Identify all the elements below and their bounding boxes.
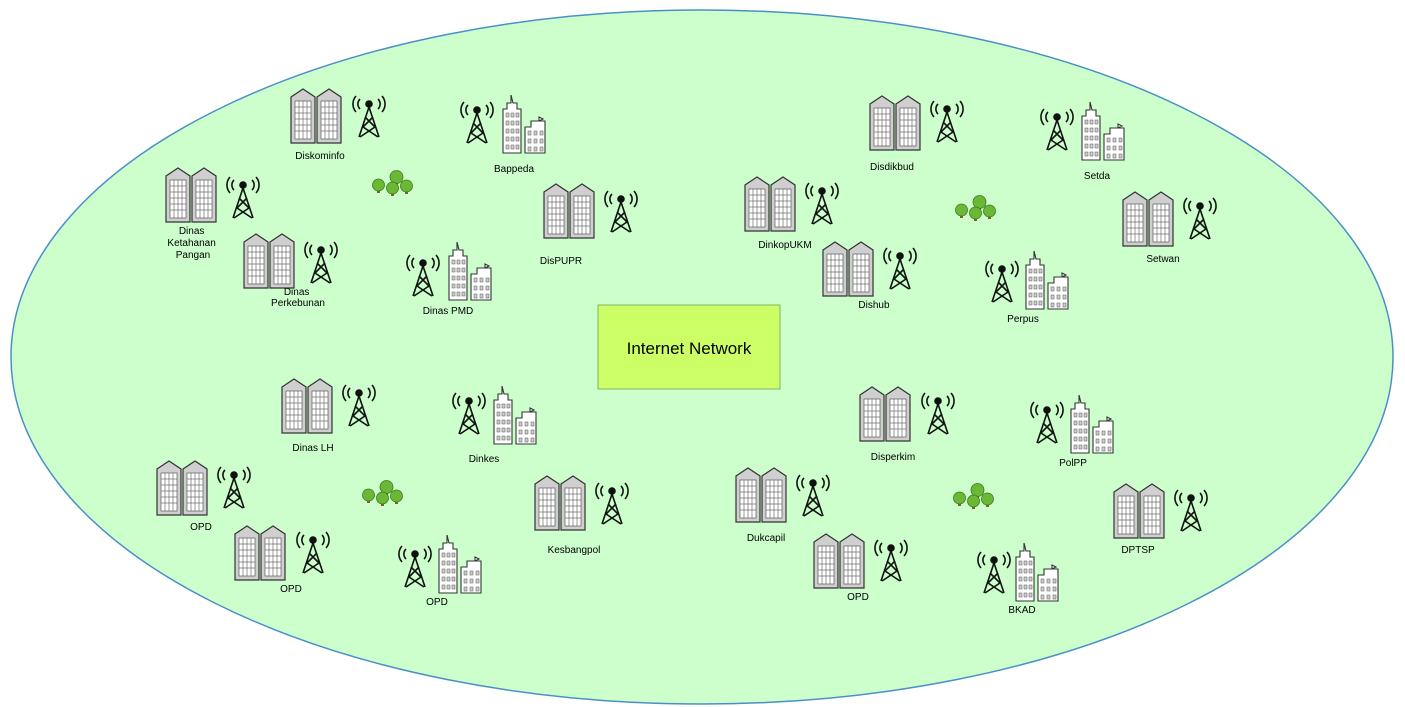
site-bappeda[interactable]: Bappeda [460, 94, 546, 175]
site-label: Kesbangpol [548, 545, 601, 556]
site-dinas-perkebunan[interactable]: Dinas Perkebunan [243, 233, 338, 309]
site-label: Dinas PMD [423, 306, 474, 317]
site-label: OPD [847, 592, 869, 603]
site-dptsp[interactable]: DPTSP [1113, 483, 1208, 556]
site-label-line: Ketahanan [167, 238, 215, 249]
site-opd[interactable]: OPD [156, 460, 251, 533]
internet-network-node[interactable]: Internet Network [597, 304, 781, 390]
site-label: OPD [190, 522, 212, 533]
site-dinas-ketahanan-pangan[interactable]: Dinas Ketahanan Pangan [165, 167, 260, 261]
site-disperkim[interactable]: Disperkim [859, 386, 955, 463]
site-label: OPD [280, 584, 302, 595]
site-label: Disperkim [871, 452, 915, 463]
site-label: Dishub [858, 300, 890, 311]
site-dukcapil[interactable]: Dukcapil [735, 467, 830, 544]
site-label: DPTSP [1121, 545, 1155, 556]
site-label: Bappeda [494, 164, 534, 175]
site-opd[interactable]: OPD [398, 534, 482, 608]
site-polpp[interactable]: PolPP [1030, 394, 1114, 469]
site-kesbangpol[interactable]: Kesbangpol [534, 475, 629, 556]
site-opd[interactable]: OPD [234, 525, 330, 595]
site-dinas-pmd[interactable]: Dinas PMD [406, 241, 492, 317]
site-dinkopukm[interactable]: DinkopUKM [744, 176, 839, 251]
site-perpus[interactable]: Perpus [985, 250, 1069, 325]
site-label: Dukcapil [747, 533, 785, 544]
site-setda[interactable]: Setda [1040, 101, 1125, 182]
site-label-line: Dinas [284, 287, 310, 298]
site-label: Setwan [1146, 254, 1179, 265]
site-label: PolPP [1059, 458, 1087, 469]
site-label: DisPUPR [540, 256, 582, 267]
site-label: Setda [1084, 171, 1111, 182]
site-label: Dinkes [469, 454, 500, 465]
internet-network-label: Internet Network [627, 339, 752, 358]
site-label-line: Dinas [179, 226, 205, 237]
site-label: BKAD [1008, 605, 1035, 616]
site-diskominfo[interactable]: Diskominfo [290, 88, 386, 162]
site-label: Dinas Ketahanan Pangan [167, 226, 218, 261]
site-label: Perpus [1007, 314, 1039, 325]
site-label: Dinas LH [292, 443, 333, 454]
site-label-line: Pangan [176, 250, 210, 261]
site-disdikbud[interactable]: Disdikbud [869, 95, 964, 173]
site-dinkes[interactable]: Dinkes [452, 385, 537, 465]
site-label: OPD [426, 597, 448, 608]
site-label-line: Perkebunan [271, 298, 325, 309]
site-bkad[interactable]: BKAD [977, 542, 1059, 616]
site-dispupr[interactable]: DisPUPR [540, 183, 638, 267]
site-label: Diskominfo [295, 151, 345, 162]
site-label: Disdikbud [870, 162, 914, 173]
site-dinas-lh[interactable]: Dinas LH [281, 378, 376, 454]
site-label: DinkopUKM [758, 240, 811, 251]
site-dishub[interactable]: Dishub [822, 241, 917, 311]
site-label: Dinas Perkebunan [271, 287, 325, 309]
site-setwan[interactable]: Setwan [1122, 191, 1217, 265]
site-opd[interactable]: OPD [813, 533, 908, 603]
